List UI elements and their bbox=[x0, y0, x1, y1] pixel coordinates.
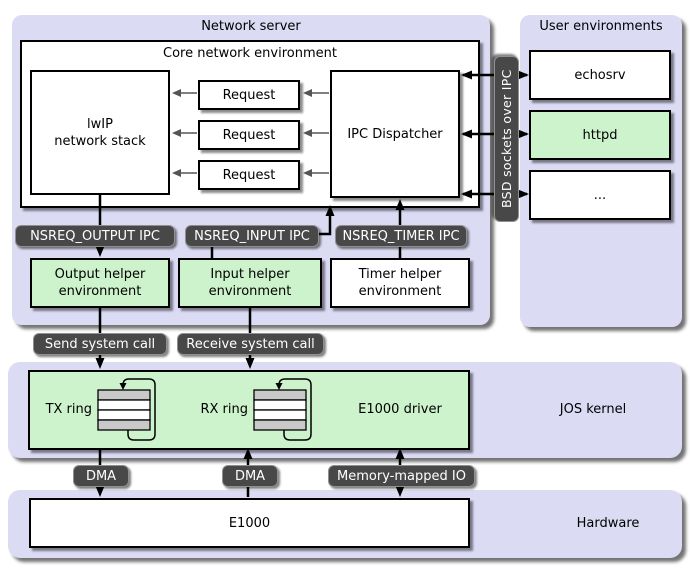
bsd-sockets-over-ipc-pill: BSD sockets over IPC bbox=[494, 56, 519, 222]
dma-tx-label: DMA bbox=[85, 468, 117, 484]
dma-pill-rx: DMA bbox=[222, 465, 278, 487]
request-label-3: Request bbox=[222, 167, 276, 183]
user-environments-title: User environments bbox=[539, 19, 663, 34]
e1000-label: E1000 bbox=[228, 515, 271, 531]
memory-mapped-io-label: Memory-mapped IO bbox=[337, 468, 466, 484]
rx-ring-label: RX ring bbox=[200, 402, 248, 417]
e1000-box: E1000 bbox=[29, 498, 470, 548]
receive-system-call-pill: Receive system call bbox=[177, 333, 324, 355]
dma-pill-tx: DMA bbox=[73, 465, 129, 487]
core-network-environment-title: Core network environment bbox=[163, 46, 337, 61]
other-envs-box: ... bbox=[529, 170, 671, 220]
echosrv-box: echosrv bbox=[529, 50, 671, 100]
lwip-line2: network stack bbox=[54, 133, 146, 149]
jos-kernel-title: JOS kernel bbox=[559, 402, 627, 417]
send-system-call-pill: Send system call bbox=[33, 333, 167, 355]
nsreq-input-ipc-label: NSREQ_INPUT IPC bbox=[194, 228, 310, 244]
timer-helper-line1: Timer helper bbox=[358, 267, 442, 282]
output-helper-line1: Output helper bbox=[54, 267, 146, 282]
echosrv-label: echosrv bbox=[574, 67, 626, 83]
httpd-label: httpd bbox=[582, 127, 618, 143]
output-helper-line2: environment bbox=[58, 284, 142, 299]
tx-ring-label: TX ring bbox=[45, 402, 92, 417]
input-helper-box: Input helper environment bbox=[178, 258, 322, 308]
request-label-2: Request bbox=[222, 127, 276, 143]
input-helper-line1: Input helper bbox=[210, 267, 290, 282]
request-box-1: Request bbox=[198, 80, 300, 110]
timer-helper-line2: environment bbox=[358, 284, 442, 299]
lwip-line1: lwIP bbox=[87, 116, 113, 132]
network-server-title: Network server bbox=[201, 19, 301, 34]
nsreq-input-ipc-pill: NSREQ_INPUT IPC bbox=[185, 225, 319, 247]
ipc-dispatcher-label: IPC Dispatcher bbox=[347, 126, 443, 142]
request-box-2: Request bbox=[198, 120, 300, 150]
memory-mapped-io-pill: Memory-mapped IO bbox=[328, 465, 475, 487]
httpd-box: httpd bbox=[529, 110, 671, 160]
lwip-network-stack-box: lwIP network stack bbox=[30, 70, 170, 195]
nsreq-timer-ipc-pill: NSREQ_TIMER IPC bbox=[335, 225, 467, 247]
receive-system-call-label: Receive system call bbox=[186, 336, 315, 352]
e1000-driver-label: E1000 driver bbox=[358, 402, 442, 417]
nsreq-output-ipc-label: NSREQ_OUTPUT IPC bbox=[30, 228, 160, 244]
nsreq-output-ipc-pill: NSREQ_OUTPUT IPC bbox=[15, 225, 175, 247]
bsd-sockets-over-ipc-label: BSD sockets over IPC bbox=[499, 69, 514, 209]
hardware-title: Hardware bbox=[576, 516, 640, 531]
send-system-call-label: Send system call bbox=[44, 336, 156, 352]
timer-helper-box: Timer helper environment bbox=[330, 258, 470, 308]
request-label-1: Request bbox=[222, 87, 276, 103]
ipc-dispatcher-box: IPC Dispatcher bbox=[330, 70, 460, 198]
dma-rx-label: DMA bbox=[234, 468, 266, 484]
input-helper-line2: environment bbox=[208, 284, 292, 299]
other-envs-label: ... bbox=[593, 187, 607, 203]
output-helper-box: Output helper environment bbox=[30, 258, 170, 308]
nsreq-timer-ipc-label: NSREQ_TIMER IPC bbox=[342, 228, 460, 244]
request-box-3: Request bbox=[198, 160, 300, 190]
